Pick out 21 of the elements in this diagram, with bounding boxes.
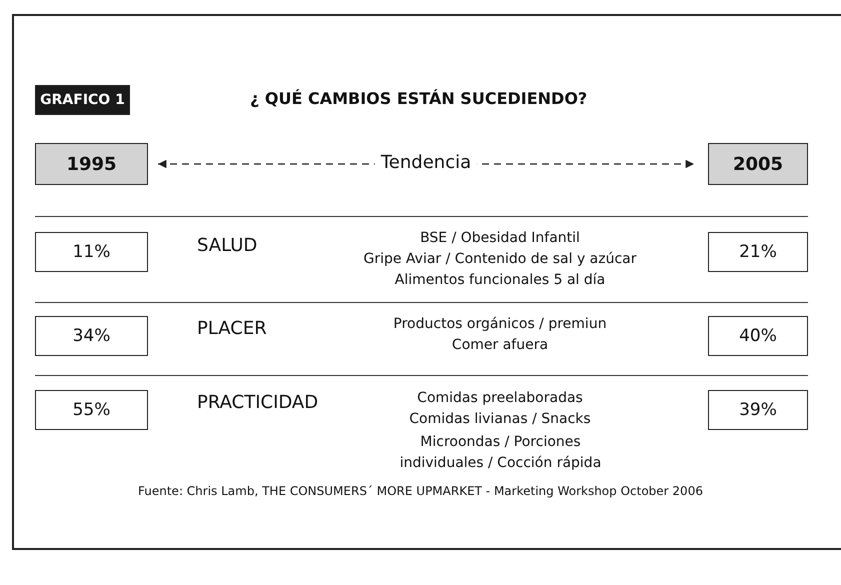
percentage-box: 11% <box>35 232 148 272</box>
chart-title: ¿ QUÉ CAMBIOS ESTÁN SUCEDIENDO? <box>250 89 588 108</box>
percentage-box: 39% <box>708 390 808 430</box>
source-note: Fuente: Chris Lamb, THE CONSUMERS´ MORE UPMARKET - Marketing Workshop October 2006 <box>137 484 704 498</box>
percentage-box: 40% <box>708 316 808 356</box>
percentage-box: 55% <box>35 390 148 430</box>
category-label: PLACER <box>197 318 267 339</box>
trend-item-text: Productos orgánicos / premiun <box>392 316 608 332</box>
trend-item-text: Gripe Aviar / Contenido de sal y azúcar <box>362 251 638 267</box>
trend-item-text: Microondas / Porciones individuales / Cocción rápida <box>398 433 602 473</box>
percentage-box: 21% <box>708 232 808 272</box>
trend-item-text: Comer afuera <box>450 337 550 353</box>
trend-item-text: BSE / Obesidad Infantil <box>419 230 581 246</box>
year-box: 2005 <box>708 143 808 185</box>
percentage-box: 34% <box>35 316 148 356</box>
trend-item-text: Alimentos funcionales 5 al día <box>394 272 606 288</box>
year-box: 1995 <box>35 143 148 185</box>
category-label: SALUD <box>197 235 258 256</box>
figure-badge: GRAFICO 1 <box>35 85 130 115</box>
category-label: PRACTICIDAD <box>197 392 318 413</box>
trend-item-text: Comidas livianas / Snacks <box>408 411 592 427</box>
